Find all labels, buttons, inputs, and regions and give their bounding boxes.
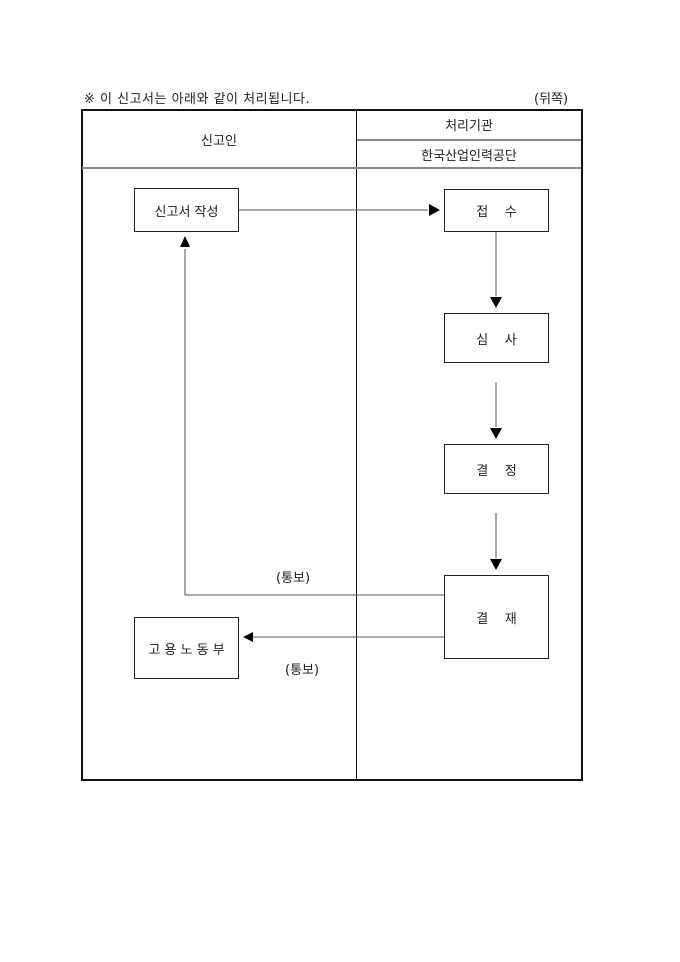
step-approval: 결 재 (444, 575, 549, 659)
column-divider (356, 109, 357, 779)
step-decision: 결 정 (444, 444, 549, 494)
process-table (81, 109, 583, 781)
processing-note: ※ 이 신고서는 아래와 같이 처리됩니다. (84, 92, 311, 107)
agency-column-header: 처리기관 (445, 119, 493, 134)
arrowhead-right (429, 204, 440, 216)
agency-header-divider (357, 139, 581, 141)
step-receipt: 접 수 (444, 189, 549, 232)
step-write-report: 신고서 작성 (134, 188, 239, 232)
agency-name: 한국산업인력공단 (421, 149, 517, 164)
notify-ministry-label: (통보) (285, 663, 320, 678)
notify-applicant-label: (통보) (276, 571, 311, 586)
header-divider (82, 167, 581, 169)
arrowhead-down (490, 297, 502, 308)
connector-approval-to-applicant (184, 249, 444, 596)
arrowhead-down (490, 428, 502, 439)
applicant-column-header: 신고인 (201, 134, 237, 149)
step-ministry-of-labor: 고 용 노 동 부 (134, 617, 239, 679)
arrowhead-up (180, 236, 190, 247)
step-review: 심 사 (444, 313, 549, 363)
arrowhead-left (243, 632, 253, 642)
back-side-label: (뒤쪽) (534, 92, 569, 107)
arrowhead-down (490, 559, 502, 570)
